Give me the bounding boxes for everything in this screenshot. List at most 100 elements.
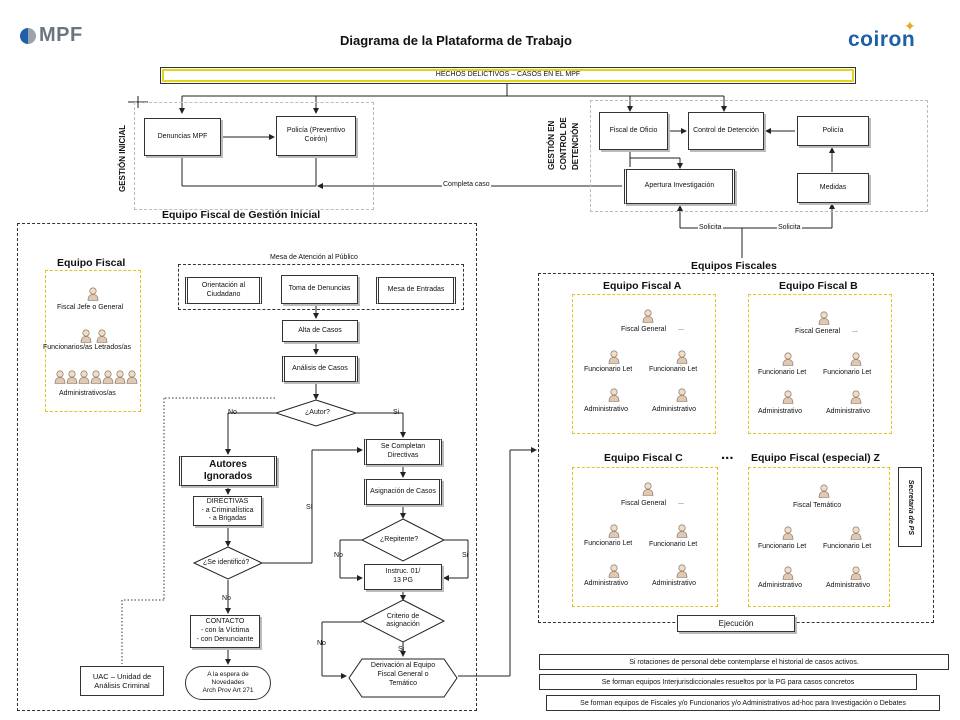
si-label: Si xyxy=(393,409,400,416)
orientacion-box: Orientación al Ciudadano xyxy=(185,277,262,304)
person-icon xyxy=(782,352,794,366)
toma-denuncias-box: Toma de Denuncias xyxy=(281,275,358,304)
ellipsis-label: ... xyxy=(678,499,684,506)
person-icon xyxy=(80,329,92,343)
funcionario-label: Funcionario Let xyxy=(758,543,807,550)
directivas-title: DIRECTIVAS xyxy=(206,497,249,505)
no-label: No xyxy=(334,552,343,559)
autores-ignorados-box: Autores Ignorados xyxy=(179,456,277,486)
control-detencion-box: Control de Detención xyxy=(688,112,764,150)
person-icon xyxy=(87,287,99,301)
person-icon xyxy=(850,526,862,540)
autor-label: ¿Autor? xyxy=(305,409,330,416)
administrativo-label: Administrativo xyxy=(758,408,802,415)
administrativo-label: Administrativo xyxy=(652,580,696,587)
hechos-delictivos-banner: HECHOS DELICTIVOS – CASOS EN EL MPF xyxy=(160,67,856,84)
no-label: No xyxy=(228,409,237,416)
person-icon xyxy=(78,370,90,384)
funcionario-label: Funcionario Let xyxy=(823,369,872,376)
page-title: Diagrama de la Plataforma de Trabajo xyxy=(340,33,572,48)
medidas-box: Medidas xyxy=(797,173,869,203)
note-rotaciones: Si rotaciones de personal debe contempla… xyxy=(539,654,949,670)
derivacion-line: Temático xyxy=(388,680,417,688)
person-icon xyxy=(90,370,102,384)
secretaria-label: Secretaría de PS xyxy=(907,479,915,535)
fiscal-general-label: Fiscal General xyxy=(795,328,841,335)
solicita-label-2: Solicita xyxy=(777,224,802,231)
equipo-fiscal-title: Equipo Fiscal xyxy=(57,257,126,269)
fiscal-general-label: Fiscal General xyxy=(621,326,667,333)
derivacion-line: Fiscal General o xyxy=(377,671,429,679)
control-label-3: DETENCIÓN xyxy=(571,122,580,170)
equipo-fiscal-box xyxy=(45,270,141,412)
solicita-label-1: Solicita xyxy=(698,224,723,231)
equipo-c-title: Equipo Fiscal C xyxy=(604,452,683,464)
espera-line: A la espera de xyxy=(207,670,249,678)
espera-novedades-box: A la espera de Novedades Arch Prov Art 2… xyxy=(185,666,271,700)
derivacion-hexagon xyxy=(348,658,458,698)
administrativo-label: Administrativo xyxy=(758,582,802,589)
apertura-investigacion-box: Apertura Investigación xyxy=(624,169,735,204)
contacto-title: CONTACTO xyxy=(205,618,245,626)
no-label: No xyxy=(222,595,231,602)
person-icon xyxy=(676,524,688,538)
uac-line: Análisis Criminal xyxy=(94,681,150,690)
uac-box: UAC – Unidad de Análisis Criminal xyxy=(80,666,164,696)
person-icon xyxy=(782,566,794,580)
administrativos-label: Administrativos/as xyxy=(59,390,116,397)
equipo-z-title: Equipo Fiscal (especial) Z xyxy=(751,452,880,464)
mesa-atencion-title: Mesa de Atención al Público xyxy=(270,254,358,261)
equipo-a-title: Equipo Fiscal A xyxy=(603,280,682,292)
person-icon xyxy=(782,390,794,404)
administrativo-label: Administrativo xyxy=(584,406,628,413)
instruccion-line: 13 PG xyxy=(393,577,413,584)
mesa-entradas-box: Mesa de Entradas xyxy=(376,277,456,304)
person-icon xyxy=(818,484,830,498)
criterio-label: Criterio de asignación xyxy=(386,613,420,629)
se-completan-directivas-box: Se Completan Directivas xyxy=(364,439,442,465)
mpf-logo-icon xyxy=(20,27,36,44)
equipo-b-box xyxy=(748,294,892,434)
funcionario-label: Funcionario Let xyxy=(649,541,698,548)
directivas-item: - a Brigadas xyxy=(208,515,247,523)
repitente-label: ¿Repitente? xyxy=(380,536,419,543)
equipo-b-title: Equipo Fiscal B xyxy=(779,280,858,292)
contacto-item: - con Denunciante xyxy=(196,635,254,643)
se-identifico-label: ¿Se identificó? xyxy=(203,559,250,566)
mesa-atencion-panel xyxy=(178,264,464,310)
person-icon xyxy=(66,370,78,384)
funcionario-label: Funcionario Let xyxy=(584,366,633,373)
coiron-logo-text: COIRON xyxy=(848,28,916,51)
person-icon xyxy=(608,350,620,364)
policia-box: Policía xyxy=(797,116,869,146)
fiscal-general-label: Fiscal General xyxy=(621,500,667,507)
fiscal-jefe-label: Fiscal Jefe o General xyxy=(57,304,124,311)
equipo-z-box xyxy=(748,467,890,607)
espera-line: Arch Prov Art 271 xyxy=(202,687,254,695)
equipos-fiscales-title: Equipos Fiscales xyxy=(691,260,777,272)
star-icon: ✦ xyxy=(904,18,916,34)
person-icon xyxy=(676,350,688,364)
person-icon xyxy=(126,370,138,384)
contacto-box: CONTACTO - con la Víctima - con Denuncia… xyxy=(190,615,260,648)
contacto-item: - con la Víctima xyxy=(200,627,250,635)
espera-line: Novedades xyxy=(211,678,245,686)
person-icon xyxy=(114,370,126,384)
secretaria-box: Secretaría de PS xyxy=(898,467,922,547)
person-icon xyxy=(102,370,114,384)
directivas-box: DIRECTIVAS - a Criminalística - a Brigad… xyxy=(193,496,262,526)
equipo-gestion-panel xyxy=(17,223,477,711)
instruccion-line: Instruc. 01/ xyxy=(385,568,421,576)
gestion-inicial-panel xyxy=(134,102,374,210)
completa-caso-label: Completa caso xyxy=(442,181,491,188)
gestion-inicial-label: GESTIÓN INICIAL xyxy=(118,124,127,192)
derivacion-box: Derivación al Equipo Fiscal General o Te… xyxy=(348,658,458,698)
person-icon xyxy=(608,524,620,538)
person-icon xyxy=(642,309,654,323)
si-label: SI xyxy=(306,504,313,511)
no-label: No xyxy=(317,640,326,647)
administrativo-label: Administrativo xyxy=(826,408,870,415)
person-icon xyxy=(608,388,620,402)
fiscal-tematico-label: Fiscal Temático xyxy=(793,502,842,509)
